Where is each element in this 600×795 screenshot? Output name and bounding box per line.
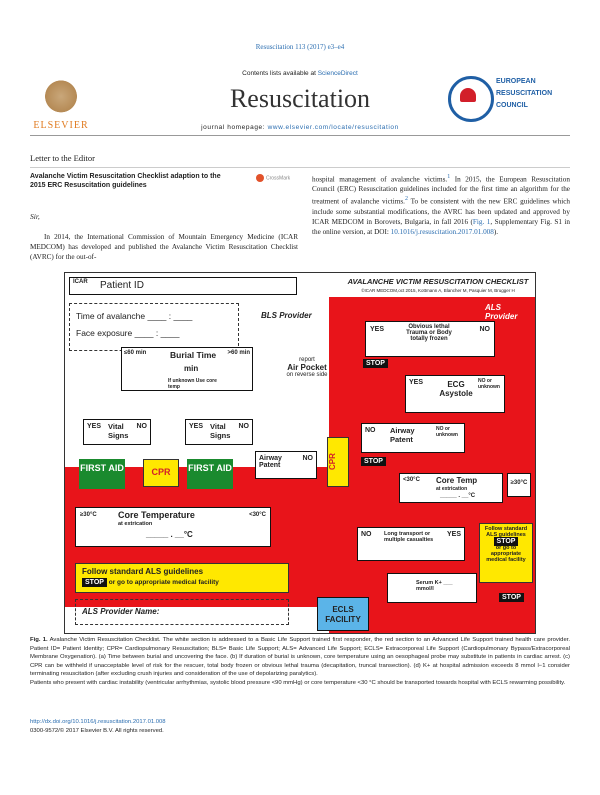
- heart-icon: [460, 88, 476, 102]
- serum-potassium-box: Serum K+ ___ mmol/l: [387, 573, 477, 603]
- reference-link[interactable]: 2: [404, 196, 408, 203]
- stop-badge: STOP: [363, 359, 388, 368]
- vital-signs-box: YES Vital Signs NO: [83, 419, 151, 445]
- airway-patent-box: Airway Patent NO: [255, 451, 317, 479]
- first-aid-box: FIRST AID: [187, 459, 233, 489]
- doi-link[interactable]: 10.1016/j.resuscitation.2017.01.008: [390, 227, 494, 236]
- article-title: Avalanche Victim Resuscitation Checklist…: [30, 173, 221, 189]
- erc-logo-line: EUROPEAN: [496, 78, 536, 85]
- lethal-trauma-box: YES Obvious lethal Trauma or Body totall…: [365, 321, 495, 357]
- checklist-title: AVALANCHE VICTIM RESUSCITATION CHECKLIST: [347, 277, 529, 286]
- cpr-box: CPR: [327, 437, 349, 487]
- header-divider: [30, 135, 570, 136]
- bls-provider-label: BLS Provider: [261, 311, 312, 320]
- elsevier-tree-icon: [38, 70, 84, 114]
- icar-logo: ICAR: [73, 279, 88, 285]
- stop-badge: STOP: [361, 457, 386, 466]
- als-provider-name-field: ALS Provider Name:: [75, 599, 289, 625]
- erc-logo-line: RESUSCITATION: [496, 90, 553, 97]
- vital-signs-box: YES Vital Signs NO: [185, 419, 253, 445]
- doi-footer-link[interactable]: http://dx.doi.org/10.1016/j.resuscitatio…: [30, 719, 166, 725]
- body-text-left: In 2014, the International Commission of…: [30, 233, 298, 261]
- journal-title: Resuscitation: [229, 84, 371, 113]
- title-divider: [30, 167, 570, 168]
- issn-copyright: 0300-9572/© 2017 Elsevier B.V. All right…: [30, 727, 164, 734]
- journal-homepage: journal homepage: www.elsevier.com/locat…: [201, 124, 399, 131]
- salutation: Sir,: [30, 212, 40, 221]
- follow-als-guidelines-box: Follow standard ALS guidelines STOP or g…: [75, 563, 289, 593]
- airway-patent-box: NO Airway Patent NO or unknown: [361, 423, 465, 453]
- als-provider-label: ALS Provider: [485, 303, 518, 321]
- erc-logo: EUROPEAN RESUSCITATION COUNCIL: [448, 72, 570, 126]
- crossmark-badge[interactable]: CrossMark: [256, 174, 296, 186]
- long-transport-box: NO Long transport or multiple casualties…: [357, 527, 465, 561]
- journal-reference[interactable]: Resuscitation 113 (2017) e3–e4: [255, 43, 345, 51]
- journal-header: ELSEVIER Contents lists available at Sci…: [30, 66, 570, 134]
- core-temp-box: <30°C Core Temp at extrication _____ . _…: [399, 473, 503, 503]
- sciencedirect-link[interactable]: ScienceDirect: [317, 70, 358, 77]
- stop-badge: STOP: [499, 593, 524, 602]
- erc-logo-line: COUNCIL: [496, 102, 528, 109]
- figure-caption: Fig. 1. Avalanche Victim Resuscitation C…: [30, 637, 571, 686]
- checklist-authors: ©ICAR MEDCOM,oct 2015, Kottmann A, Blanc…: [361, 288, 515, 293]
- contents-line: Contents lists available at ScienceDirec…: [242, 70, 358, 77]
- avalanche-checklist-figure: Patient ID ICAR AVALANCHE VICTIM RESUSCI…: [64, 272, 536, 634]
- ecls-facility-box: ECLS FACILITY: [317, 597, 369, 631]
- crossmark-icon: [256, 174, 264, 182]
- follow-als-guidelines-box-als: Follow standard ALS guidelines STOP or g…: [479, 523, 533, 583]
- figure-link[interactable]: Fig. 1: [472, 217, 491, 226]
- section-label: Letter to the Editor: [30, 153, 95, 163]
- cpr-box: CPR: [143, 459, 179, 487]
- elsevier-logo: ELSEVIER: [30, 66, 92, 134]
- time-of-avalanche: Time of avalanche ____ : ____: [76, 311, 193, 321]
- stop-badge: STOP: [493, 537, 519, 546]
- homepage-link[interactable]: www.elsevier.com/locate/resuscitation: [267, 124, 399, 131]
- reference-link[interactable]: 1: [447, 174, 451, 180]
- first-aid-box: FIRST AID: [79, 459, 125, 489]
- body-text-right: hospital management of avalanche victims…: [312, 174, 571, 236]
- ecg-asystole-box: YES ECG Asystole NO or unknown: [405, 375, 505, 413]
- erc-circle-icon: [448, 76, 494, 122]
- air-pocket-note: report Air Pocket on reverse side: [286, 357, 328, 378]
- caption-label: Fig. 1.: [30, 637, 48, 643]
- stop-badge: STOP: [82, 578, 107, 587]
- page-footer: http://dx.doi.org/10.1016/j.resuscitatio…: [30, 718, 330, 735]
- face-exposure: Face exposure ____ : ____: [76, 328, 180, 338]
- patient-id-field: Patient ID: [69, 277, 297, 295]
- burial-time-box: ≤60 min Burial Time >60 min min If unkno…: [121, 347, 253, 391]
- core-temperature-box: ≥30°C Core Temperature at extrication __…: [75, 507, 271, 547]
- temp-ge30-box: ≥30°C: [507, 473, 531, 497]
- time-box: Time of avalanche ____ : ____ Face expos…: [69, 303, 239, 351]
- elsevier-wordmark: ELSEVIER: [33, 120, 89, 131]
